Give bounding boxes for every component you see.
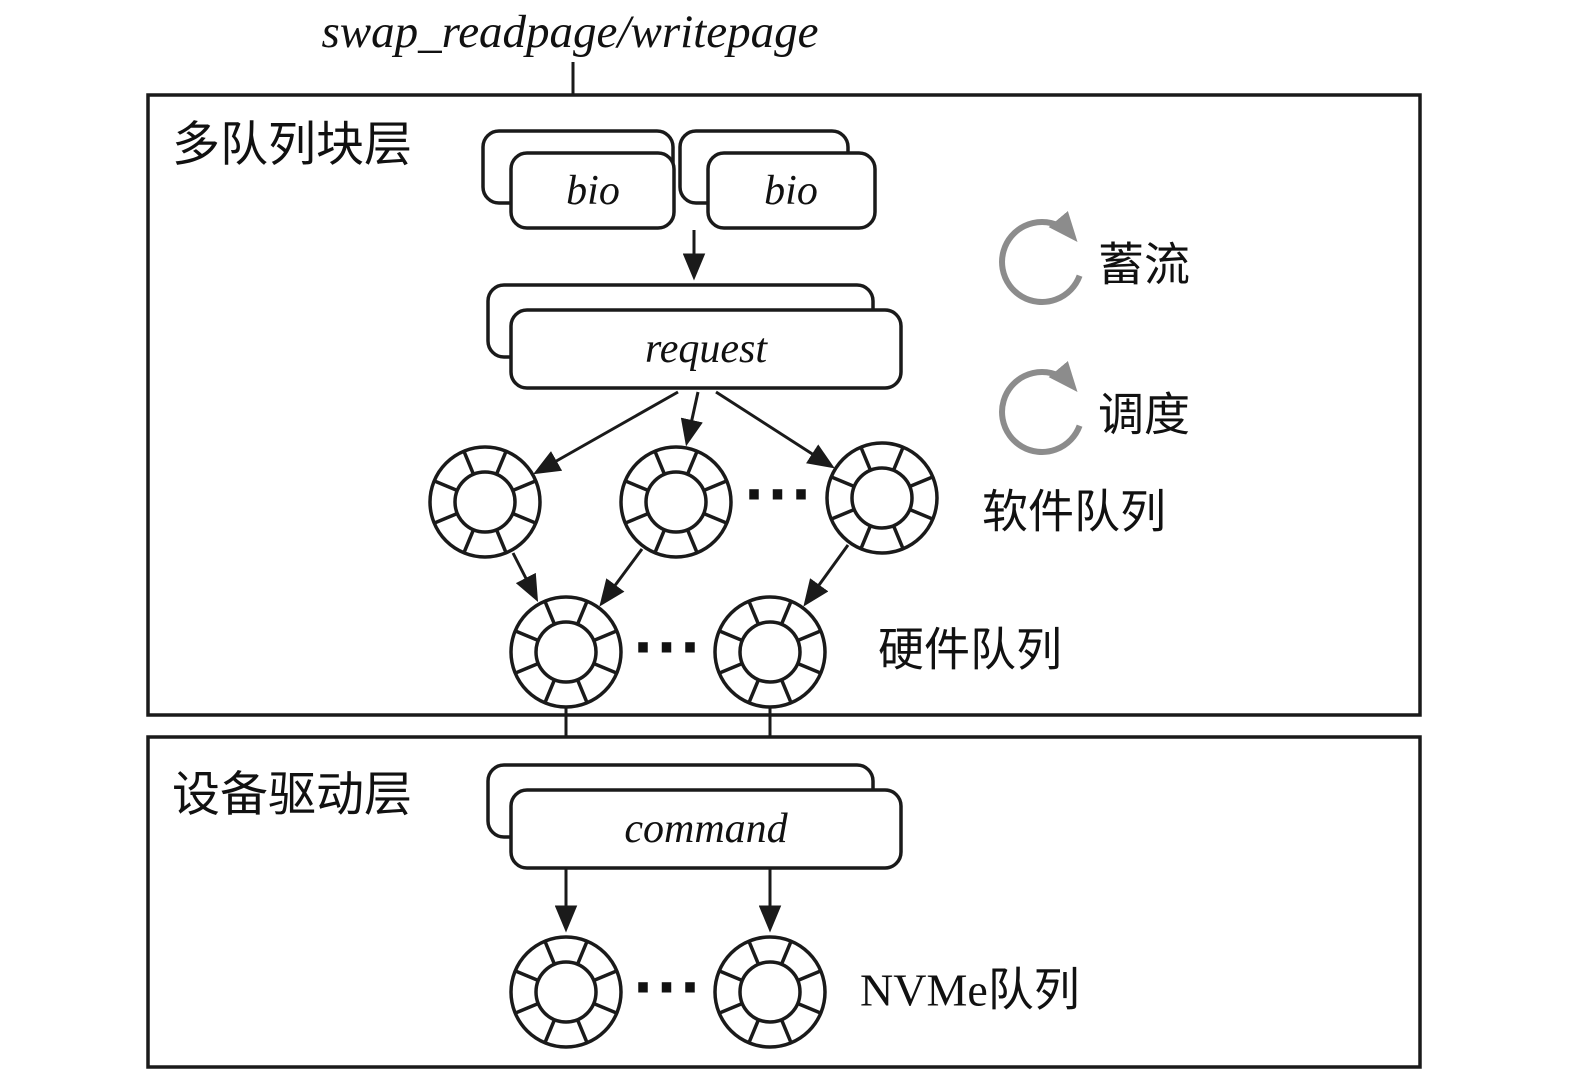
request-stack-front (509, 308, 903, 390)
arrow-swq1-to-hwq1 (511, 552, 539, 603)
arrow-request-to-swq-1 (533, 390, 679, 475)
request-label: request (645, 326, 768, 372)
ellipsis-hardware-queues: ··· (633, 617, 704, 680)
command-stack-front (509, 788, 903, 870)
bio-stack-1-front (509, 151, 676, 230)
software-queue-2 (619, 445, 733, 559)
scheduling-loop-icon (999, 361, 1083, 455)
software-queue-1 (428, 445, 542, 559)
plugging-label: 蓄流 (1098, 240, 1190, 291)
arrow-request-to-swq-3 (715, 390, 835, 469)
arrow-request-to-swq-2 (680, 391, 703, 447)
ellipsis-nvme-queues: ··· (633, 957, 704, 1020)
hardware-queues-label: 硬件队列 (878, 625, 1062, 676)
arrow-swq3-to-hwq2 (803, 544, 850, 607)
title-label: swap_readpage/writepage (322, 6, 819, 58)
block-layer-label: 多队列块层 (172, 119, 412, 172)
software-queues-label: 软件队列 (982, 487, 1166, 538)
software-queue-3 (825, 441, 939, 555)
hardware-queue-1 (509, 595, 623, 709)
command-label: command (624, 806, 788, 852)
ellipsis-software-queues: ··· (744, 464, 815, 527)
nvme-queue-2 (713, 935, 827, 1049)
bio-stack-2-front (706, 151, 877, 230)
bio-label-2: bio (764, 168, 818, 214)
bio-label-1: bio (566, 168, 620, 214)
scheduling-label: 调度 (1098, 390, 1190, 441)
plugging-loop-icon (999, 211, 1083, 305)
driver-layer-label: 设备驱动层 (172, 769, 412, 822)
nvme-queues-label: NVMe队列 (860, 965, 1080, 1016)
arrow-swq2-to-hwq1 (599, 548, 644, 607)
nvme-queue-1 (509, 935, 623, 1049)
hardware-queue-2 (713, 595, 827, 709)
